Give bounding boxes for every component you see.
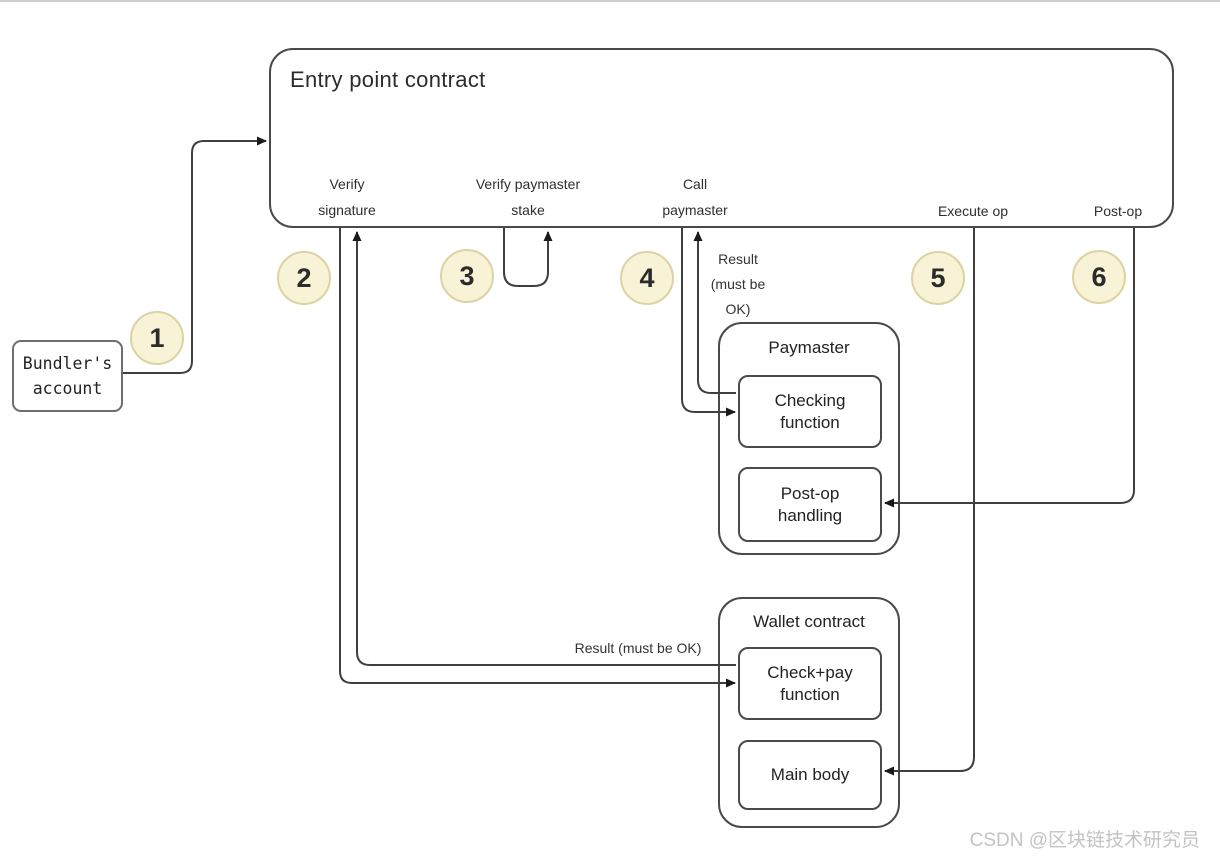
wallet-contract-title: Wallet contract: [753, 612, 865, 631]
step-circle-5: 5: [911, 251, 965, 305]
step-circle-1: 1: [130, 311, 184, 365]
pin-execute-op: Execute op: [937, 203, 1009, 219]
post-op-handling-box: Post-op handling: [738, 467, 882, 542]
bundler-account-label: Bundler's account: [22, 354, 113, 398]
watermark: CSDN @区块链技术研究员: [969, 830, 1200, 851]
connector-paymaster-stake-loop: [503, 228, 553, 287]
screenshot-top-border: [0, 0, 1220, 2]
entry-point-title: Entry point contract: [290, 67, 486, 92]
step-circle-4: 4: [620, 251, 674, 305]
step-circle-6: 6: [1072, 250, 1126, 304]
step-circle-2: 2: [277, 251, 331, 305]
annotation-wallet-result: Result (must be OK): [574, 640, 702, 656]
checking-function-label: Checking function: [774, 390, 846, 432]
step-circle-3: 3: [440, 249, 494, 303]
connector-verify-signature-call: [339, 228, 736, 688]
annotation-paymaster-result: Result (must be OK): [710, 251, 766, 317]
checking-function-box: Checking function: [738, 375, 882, 448]
pin-call-paymaster: Call paymaster: [662, 176, 728, 218]
post-op-handling-label: Post-op handling: [777, 483, 843, 525]
main-body-label: Main body: [770, 765, 850, 784]
connector-wallet-result-return: [352, 231, 736, 666]
pin-verify-paymaster-stake: Verify paymaster stake: [475, 176, 581, 218]
paymaster-title: Paymaster: [768, 338, 850, 357]
bundler-account-box: Bundler's account: [12, 340, 123, 412]
check-pay-function-box: Check+pay function: [738, 647, 882, 720]
check-pay-function-label: Check+pay function: [767, 662, 853, 704]
pin-verify-signature: Verify signature: [318, 176, 376, 218]
main-body-box: Main body: [738, 740, 882, 810]
pin-post-op: Post-op: [1093, 203, 1143, 219]
entry-point-box: [269, 48, 1174, 228]
